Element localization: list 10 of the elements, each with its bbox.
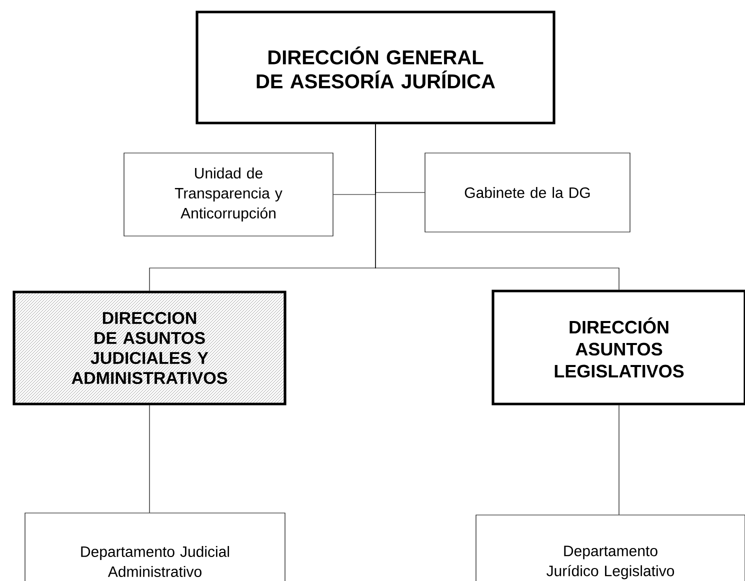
hatched-org-box: DIRECCION DE ASUNTOS JUDICIALES Y ADMINISTRATIVOS (12, 290, 286, 406)
connector-line (149, 405, 150, 513)
org-box: DIRECCIÓN GENERAL DE ASESORÍA JURÍDICA (196, 10, 556, 124)
connector-line (374, 124, 620, 290)
unit-box: Gabinete de la DG (424, 152, 630, 232)
connector-line (618, 405, 620, 515)
unit-box: Unidad de Transparencia y Anticorrupción (124, 152, 334, 236)
unit-box: Departamento Judicial Administrativo (24, 512, 286, 581)
org-box: DIRECCIÓN ASUNTOS LEGISLATIVOS (492, 290, 745, 406)
unit-box: Departamento Jurídico Legislativo (476, 514, 745, 581)
